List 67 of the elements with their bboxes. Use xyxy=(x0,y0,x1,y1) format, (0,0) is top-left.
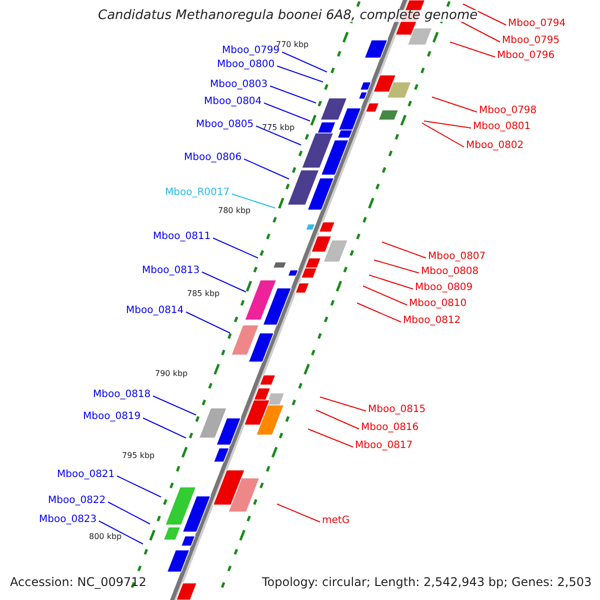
leader-line xyxy=(186,312,230,334)
leader-line xyxy=(432,96,478,112)
leader-line xyxy=(256,126,302,146)
leader-line xyxy=(98,520,144,544)
leader-line xyxy=(244,158,290,180)
gene-label: Mboo_0803 xyxy=(210,79,268,91)
gene-label: Mboo_0800 xyxy=(217,59,275,71)
scale-label: 800 kbp xyxy=(89,531,122,543)
leader-line xyxy=(152,396,196,416)
gene-label: Mboo_0814 xyxy=(126,305,184,317)
leader-line xyxy=(368,274,414,290)
gene-label: Mboo_0807 xyxy=(428,251,486,263)
gene-label: Mboo_0809 xyxy=(415,282,473,294)
footer-text: Accession: NC_009712 xyxy=(10,576,146,588)
leader-line xyxy=(212,238,258,258)
gene-label: Mboo_0822 xyxy=(48,495,106,507)
gene-label: Mboo_R0017 xyxy=(165,187,230,199)
leader-line xyxy=(316,410,360,430)
leader-line xyxy=(202,272,246,292)
gene-label: Mboo_0805 xyxy=(196,119,254,131)
gene-label: Mboo_0815 xyxy=(368,404,426,416)
leader-line xyxy=(308,428,354,448)
leader-line xyxy=(320,396,366,412)
scale-label: 780 kbp xyxy=(218,205,251,217)
gene-label: Mboo_0794 xyxy=(508,18,566,30)
gene-label: Mboo_0795 xyxy=(502,35,560,47)
leader-line xyxy=(374,260,420,274)
leader-line xyxy=(382,242,426,258)
leader-line xyxy=(270,86,316,104)
gene-label: Mboo_0817 xyxy=(355,440,413,452)
scale-label: 790 kbp xyxy=(155,368,188,380)
leader-line xyxy=(450,42,496,58)
gene-label: Mboo_0801 xyxy=(473,121,531,133)
leader-line xyxy=(116,476,162,498)
gene-label: Mboo_0806 xyxy=(184,152,242,164)
leader-line xyxy=(264,102,310,122)
gene-label: Mboo_0811 xyxy=(153,231,211,243)
gene-label: Mboo_0812 xyxy=(403,315,461,327)
title: Candidatus Methanoregula boonei 6A8, complete genome xyxy=(98,10,478,22)
leader-line xyxy=(232,194,276,208)
gene-label: Mboo_0816 xyxy=(361,422,419,434)
gene-label: Mboo_0798 xyxy=(479,105,537,117)
gene-label: Mboo_0810 xyxy=(409,298,467,310)
gene-label: Mboo_0819 xyxy=(83,411,141,423)
gene-label: Mboo_0821 xyxy=(57,469,115,481)
footer-text: Topology: circular; Length: 2,542,943 bp; Genes: 2,503 xyxy=(262,576,592,588)
gene-label: Mboo_0823 xyxy=(39,514,97,526)
leader-line xyxy=(362,286,408,306)
scale-label: 775 kbp xyxy=(262,122,295,134)
leader-line xyxy=(108,502,150,524)
leader-line xyxy=(422,122,464,148)
scale-label: 795 kbp xyxy=(122,450,155,462)
leader-line xyxy=(356,302,402,322)
leader-line xyxy=(276,504,320,522)
leader-line xyxy=(276,66,324,82)
scale-label: 785 kbp xyxy=(187,288,220,300)
gene-label: metG xyxy=(322,515,350,527)
leader-line xyxy=(462,4,506,26)
leader-line xyxy=(282,52,328,72)
gene-label: Mboo_0808 xyxy=(421,266,479,278)
leader-line xyxy=(424,120,472,128)
leader-line xyxy=(142,418,186,438)
gene-label: Mboo_0804 xyxy=(204,96,262,108)
gene-label: Mboo_0802 xyxy=(466,140,524,152)
gene-label: Mboo_0813 xyxy=(142,265,200,277)
gene-label: Mboo_0796 xyxy=(497,50,555,62)
gene-label: Mboo_0818 xyxy=(93,389,151,401)
